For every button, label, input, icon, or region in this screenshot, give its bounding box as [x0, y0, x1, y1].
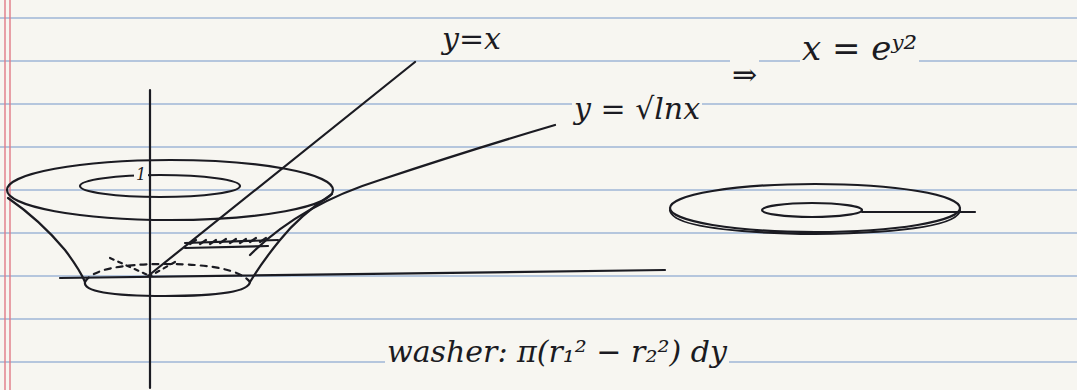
- inverse-equation: x = eʸ²: [800, 30, 919, 67]
- ruled-lines: [0, 18, 1077, 362]
- height-mark: 1: [134, 166, 148, 184]
- line-label: y=x: [440, 22, 503, 55]
- curve-label: y = √lnx: [572, 92, 702, 125]
- washer-formula: washer: π(r₁² − r₂²) dy: [385, 335, 729, 368]
- solid-sketch: [7, 62, 975, 388]
- implies-arrow: ⇒: [730, 58, 759, 91]
